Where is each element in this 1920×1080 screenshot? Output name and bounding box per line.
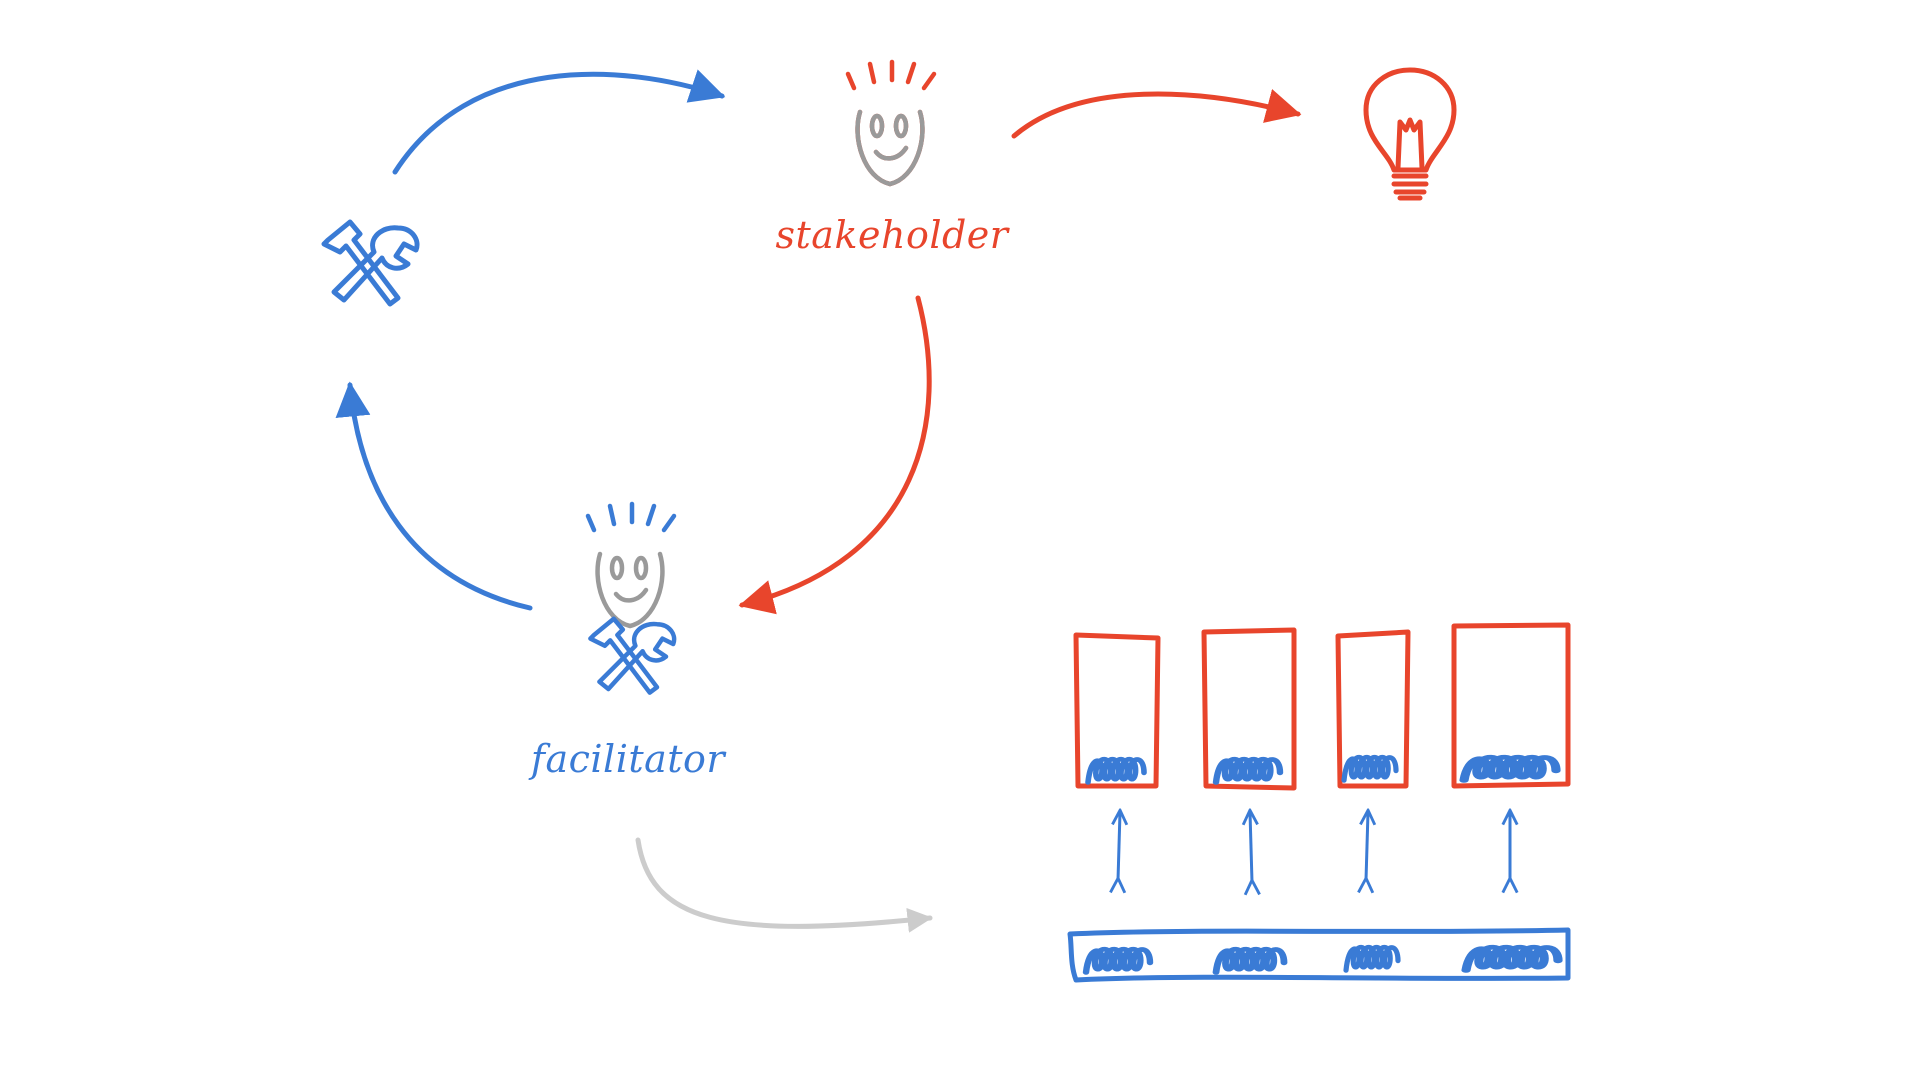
arrow-tools-to-stakeholder bbox=[392, 69, 726, 175]
arrow-facilitator-to-tools bbox=[335, 381, 533, 611]
arrow-facilitator-to-documents bbox=[635, 837, 933, 933]
arrow-stakeholder-to-idea bbox=[1011, 89, 1302, 139]
facilitator-face-icon bbox=[585, 501, 677, 629]
stakeholder-label: stakeholder bbox=[776, 213, 1011, 257]
sync-arrows bbox=[1118, 812, 1510, 882]
lightbulb-icon bbox=[1363, 67, 1457, 201]
document-box-2 bbox=[1201, 627, 1297, 791]
document-box-1 bbox=[1073, 632, 1161, 789]
sync-arrow-2 bbox=[1250, 812, 1252, 882]
shared-repository-bar bbox=[1067, 927, 1571, 983]
document-box-3 bbox=[1335, 629, 1411, 789]
document-boxes bbox=[1073, 622, 1571, 791]
document-box-4 bbox=[1451, 622, 1571, 789]
shared-repository-scribbles bbox=[1086, 947, 1558, 972]
facilitator-label: facilitator bbox=[528, 737, 728, 781]
sync-arrow-3 bbox=[1366, 812, 1368, 880]
facilitator-tools-icon bbox=[590, 619, 674, 693]
hammer-wrench-icon bbox=[324, 222, 417, 304]
sync-arrow-1 bbox=[1118, 812, 1120, 880]
arrow-stakeholder-to-facilitator bbox=[738, 295, 932, 615]
stakeholder-face-outline bbox=[855, 109, 925, 187]
